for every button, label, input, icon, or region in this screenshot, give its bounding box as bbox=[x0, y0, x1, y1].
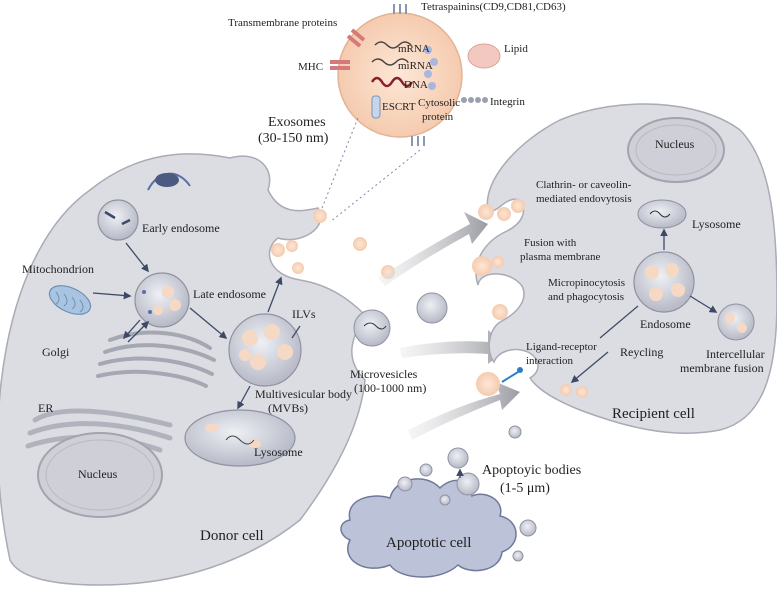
donor-nucleus-label: Nucleus bbox=[78, 467, 118, 481]
donor-cell-label: Donor cell bbox=[200, 528, 264, 544]
donor-nucleus bbox=[37, 432, 163, 518]
reycling-label: Reycling bbox=[620, 345, 663, 359]
mitochondrion bbox=[48, 285, 92, 315]
exosomes-size-label: (30-150 nm) bbox=[258, 131, 329, 146]
tetraspanins-label: Tetraspainins(CD9,CD81,CD63) bbox=[421, 1, 566, 13]
membrane-fusion-vesicle bbox=[717, 303, 755, 341]
mvb-label-line2: (MVBs) bbox=[268, 401, 308, 415]
apoptotic-bodies-label: Apoptoyic bodies bbox=[482, 463, 581, 478]
recipient-lysosome bbox=[637, 199, 687, 229]
multivesicular-body bbox=[228, 313, 302, 387]
exosome-detail bbox=[330, 4, 501, 146]
early-endosome bbox=[97, 199, 139, 241]
transmembrane-label: Transmembrane proteins bbox=[228, 17, 337, 29]
endosome-label: Endosome bbox=[640, 317, 691, 331]
donor-lysosome-label: Lysosome bbox=[254, 445, 303, 459]
intercellular-label-line1: Intercellular bbox=[706, 347, 765, 361]
micropino-label-line2: and phagocytosis bbox=[548, 291, 624, 303]
apoptotic-bodies bbox=[397, 425, 537, 562]
apoptotic-cell-label: Apoptotic cell bbox=[386, 535, 471, 551]
clathrin-label-line2: mediated endovytosis bbox=[536, 193, 632, 205]
recipient-uptake-vesicles bbox=[472, 199, 588, 398]
escrt-label: ESCRT bbox=[382, 101, 416, 113]
recipient-endosome bbox=[633, 251, 695, 313]
ligand-label-line1: Ligand-receptor bbox=[526, 341, 597, 353]
transfer-arrows bbox=[378, 212, 520, 440]
er-label: ER bbox=[38, 401, 53, 415]
donor-lysosome bbox=[184, 409, 296, 467]
cytosolic-label-line1: Cytosolic bbox=[418, 97, 460, 109]
mrna-label: mRNA bbox=[398, 43, 430, 55]
donor-cell-membrane bbox=[0, 153, 366, 586]
apoptotic-cell bbox=[340, 478, 517, 578]
ilvs-label: ILVs bbox=[292, 307, 316, 321]
mhc-label: MHC bbox=[298, 61, 323, 73]
lipid-label: Lipid bbox=[504, 43, 528, 55]
mitochondrion-label: Mitochondrion bbox=[22, 262, 94, 276]
zoom-connectors bbox=[321, 117, 421, 223]
golgi-apparatus bbox=[96, 330, 216, 388]
early-endosome-label: Early endosome bbox=[142, 221, 220, 235]
cytosolic-label-line2: protein bbox=[422, 111, 454, 123]
microvesicles-label: Microvesicles bbox=[350, 367, 418, 381]
recipient-pathway-arrows bbox=[570, 228, 718, 383]
fusion-label-line1: Fusion with bbox=[524, 237, 577, 249]
ligand-label-line2: interaction bbox=[526, 355, 574, 367]
donor-pathway-arrows bbox=[92, 242, 301, 410]
fusion-label-line2: plasma membrane bbox=[520, 251, 600, 263]
mvb-label-line1: Multivesicular body bbox=[255, 387, 352, 401]
micropino-label-line1: Micropinocytosis bbox=[548, 277, 625, 289]
late-endosome-label: Late endosome bbox=[193, 287, 266, 301]
exosomes-label: Exosomes bbox=[268, 115, 326, 130]
late-endosome bbox=[134, 272, 190, 328]
recipient-cell-membrane bbox=[475, 103, 777, 434]
apoptotic-size-label: (1-5 μm) bbox=[500, 481, 550, 496]
recipient-nucleus-label: Nucleus bbox=[655, 137, 695, 151]
intercellular-label-line2: membrane fusion bbox=[680, 361, 764, 375]
mirna-label: miRNA bbox=[398, 60, 433, 72]
microvesicle-budding bbox=[353, 292, 448, 347]
recipient-nucleus bbox=[627, 117, 725, 183]
budding-vesicle bbox=[155, 173, 179, 187]
recipient-lysosome-label: Lysosome bbox=[692, 217, 741, 231]
recipient-cell-label: Recipient cell bbox=[612, 406, 695, 422]
integrin-label: Integrin bbox=[490, 96, 525, 108]
dna-label: DNA bbox=[404, 79, 428, 91]
microvesicles-size-label: (100-1000 nm) bbox=[354, 381, 426, 395]
clathrin-label-line1: Clathrin- or caveolin- bbox=[536, 179, 632, 191]
golgi-label: Golgi bbox=[42, 345, 70, 359]
